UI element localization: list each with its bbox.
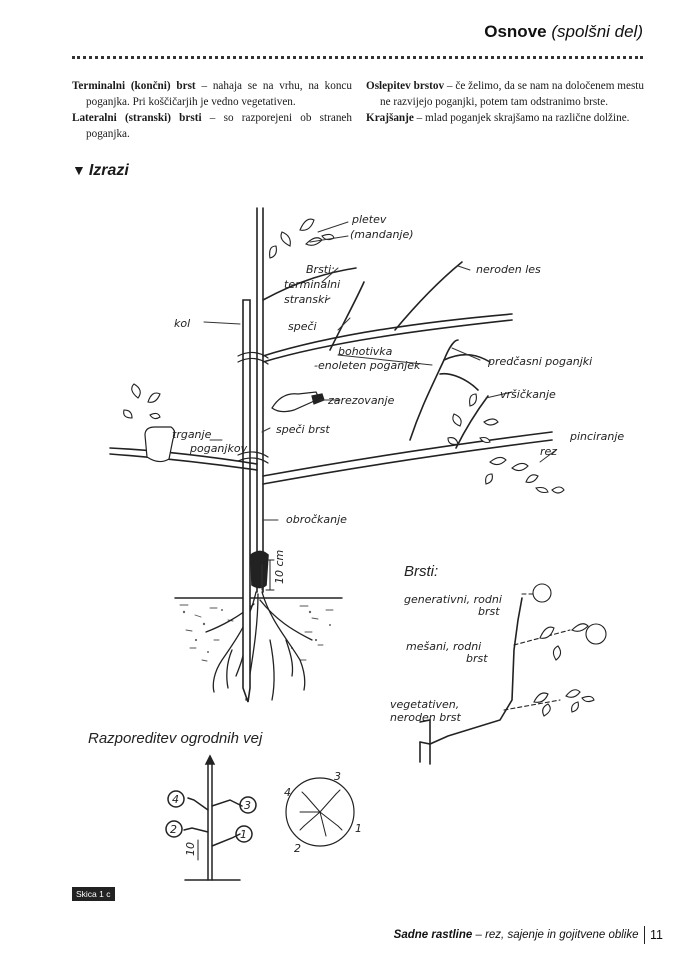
scaffold-height-mark: 10	[184, 842, 197, 856]
label-predcasni: predčasni poganjki	[487, 355, 592, 368]
label-poganjkov: poganjkov	[189, 442, 248, 455]
tree-roots	[205, 591, 313, 701]
header-dotted-divider	[72, 56, 643, 59]
label-vrsickanje: vršičkanje	[500, 388, 556, 401]
label-rez: rez	[540, 445, 557, 458]
definitions-right-column: Oslepitev brstov – če želimo, da se nam …	[366, 78, 644, 126]
plan-number-3: 3	[334, 770, 341, 783]
label-mandanje: (mandanje)	[350, 228, 414, 241]
scaffold-number-4: 4	[172, 793, 179, 806]
label-stranski: stranski	[284, 293, 327, 306]
definition-shortening: Krajšanje – mlad poganjek skrajšamo na r…	[366, 110, 644, 126]
label-neroden-brst: neroden brst	[390, 711, 461, 724]
definition-terminal-bud: Terminalni (končni) brst – nahaja se na …	[72, 78, 352, 110]
definition-text: – če želimo, da se nam na določenem mest…	[380, 80, 644, 108]
header-title-main: Osnove	[484, 22, 547, 41]
tree-trunk	[250, 207, 269, 593]
definition-text: – so razporejeni ob straneh poganjka.	[86, 112, 352, 140]
page-header-title: Osnove (spolšni del)	[484, 22, 643, 42]
definition-term: Oslepitev brstov	[366, 80, 445, 92]
drawing-labels: pletev (mandanje) Brsti: terminalni stra…	[170, 213, 624, 856]
page-footer: Sadne rastline – rez, sajenje in gojitve…	[394, 926, 663, 944]
footer-book-title: Sadne rastline	[393, 929, 473, 941]
definition-text: – mlad poganjek skrajšamo na različne do…	[413, 112, 630, 124]
plan-number-2: 2	[294, 842, 301, 855]
definition-bud-blinding: Oslepitev brstov – če želimo, da se nam …	[366, 78, 644, 110]
section-heading-izrazi: ▼Izrazi	[72, 162, 129, 180]
definition-term: Terminalni (končni) brst	[72, 80, 196, 92]
label-generativni-brst: brst	[478, 605, 500, 618]
label-trganje: trganje	[172, 428, 212, 441]
height-marker	[265, 559, 275, 591]
scaffold-number-2: 2	[170, 823, 177, 836]
label-zarezovanje: zarezovanje	[327, 394, 395, 407]
leaves	[123, 218, 565, 494]
definition-term: Krajšanje	[366, 112, 414, 124]
label-speci-brst: speči brst	[276, 423, 330, 436]
label-mesani: mešani, rodni	[406, 640, 481, 653]
definition-text: – nahaja se na vrhu, na koncu poganjka. …	[86, 80, 352, 108]
label-pointers	[203, 221, 557, 591]
label-pinciranje: pinciranje	[569, 430, 624, 443]
header-title-sub: (spolšni del)	[551, 22, 643, 41]
scaffold-diagram	[165, 754, 355, 881]
footer-separator	[643, 926, 646, 944]
scaffold-number-1: 1	[240, 828, 247, 841]
plan-number-1: 1	[355, 822, 362, 835]
label-height-mark: 10 cm	[273, 550, 286, 584]
label-enoleten: -enoleten poganjek	[314, 359, 421, 372]
buds-diagram	[419, 583, 607, 765]
hand-drawings	[144, 391, 325, 463]
label-pletev: pletev	[351, 213, 387, 226]
stake-kol	[242, 299, 251, 703]
label-speci: speči	[288, 320, 317, 333]
tree-branches	[109, 261, 553, 485]
plan-number-4: 4	[284, 786, 291, 799]
label-neroden-les: neroden les	[476, 263, 541, 276]
label-generativni: generativni, rodni	[404, 593, 502, 606]
section-title: Izrazi	[88, 162, 129, 179]
stake-ties	[237, 351, 269, 464]
label-obrockanje: obročkanje	[286, 513, 347, 526]
sketch-badge: Skica 1 c	[72, 887, 115, 901]
definition-term: Lateralni (stranski) brsti	[72, 112, 202, 124]
label-terminalni: terminalni	[284, 278, 340, 291]
label-bohotivka: bohotivka	[338, 345, 393, 358]
scaffold-subheading: Razporeditev ogrodnih vej	[88, 730, 263, 747]
label-mesani-brst: brst	[466, 652, 488, 665]
soil-ground	[174, 597, 343, 662]
footer-book-subtitle: – rez, sajenje in gojitvene oblike	[472, 929, 639, 941]
buds-subheading: Brsti:	[404, 563, 439, 580]
definition-lateral-buds: Lateralni (stranski) brsti – so razporej…	[72, 110, 352, 142]
definitions-left-column: Terminalni (končni) brst – nahaja se na …	[72, 78, 352, 142]
label-brsti: Brsti:	[306, 263, 335, 276]
label-kol: kol	[174, 317, 190, 330]
triangle-down-icon: ▼	[72, 162, 86, 178]
label-vegetativen: vegetativen,	[390, 698, 459, 711]
page-number: 11	[650, 928, 663, 942]
scaffold-number-3: 3	[244, 799, 251, 812]
